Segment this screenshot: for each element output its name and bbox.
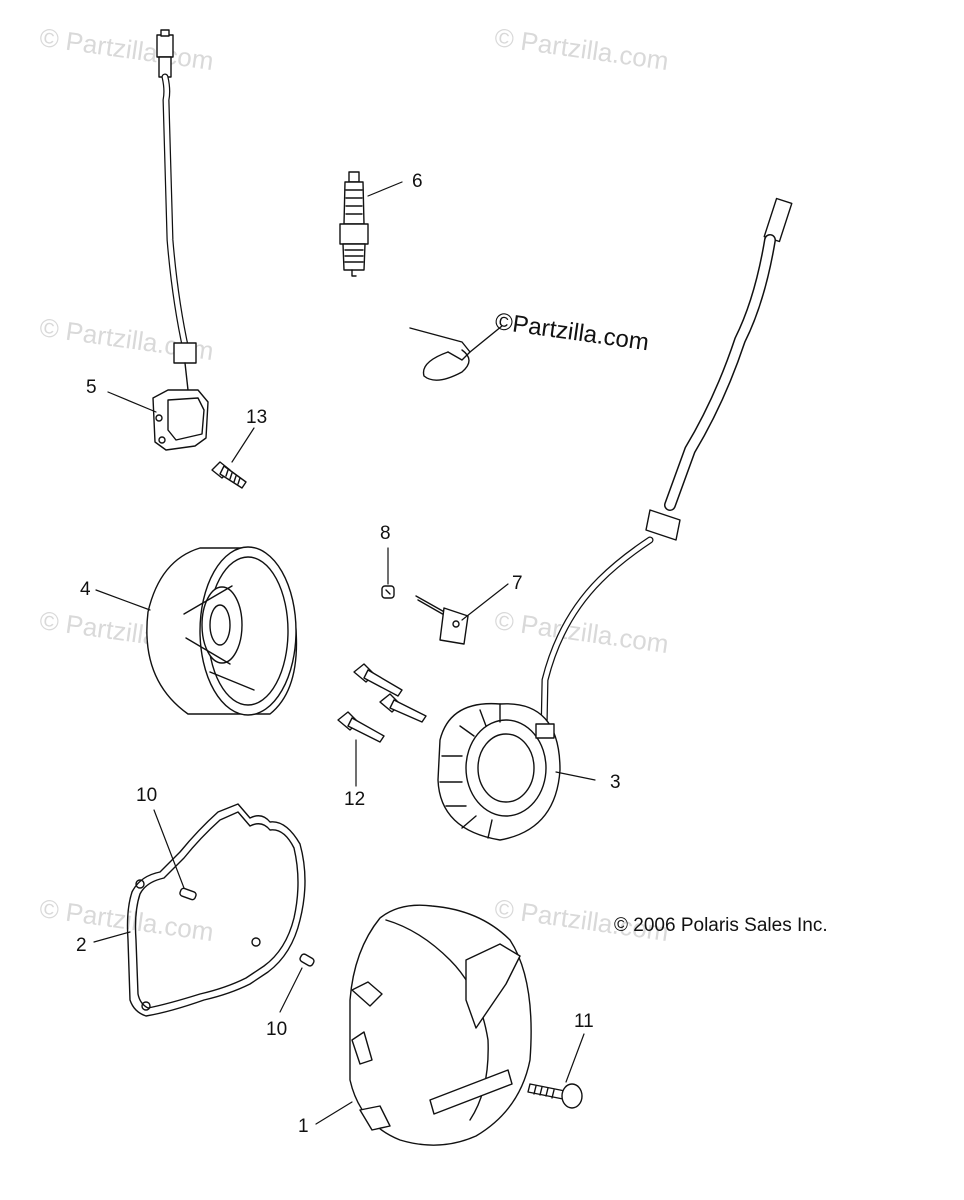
part-8-screw [381, 585, 395, 599]
copyright-notice: © 2006 Polaris Sales Inc. [614, 915, 828, 936]
part-2-gasket [126, 803, 306, 1017]
callout-12: 12 [344, 789, 366, 810]
leader-lines [93, 181, 596, 1125]
callout-11: 11 [574, 1011, 594, 1032]
callout-13: 13 [246, 407, 268, 428]
callout-10: 10 [266, 1019, 288, 1040]
part-11-bolt [527, 1083, 583, 1109]
callout-3: 3 [610, 772, 621, 793]
callout-6: 6 [412, 171, 423, 192]
callout-4: 4 [80, 579, 91, 600]
callout-8: 8 [380, 523, 391, 544]
cable-tie [409, 325, 503, 381]
part-10-dowel-pins [179, 887, 315, 967]
part-12-screws [337, 663, 427, 743]
callout-10: 10 [136, 785, 158, 806]
part-1-stator-cover [349, 904, 532, 1146]
part-13-bolt [211, 461, 247, 489]
part-6-spark-plug [339, 171, 369, 277]
callout-5: 5 [86, 377, 97, 398]
callout-2: 2 [76, 935, 87, 956]
part-5-pickup-sensor [152, 29, 209, 451]
callout-1: 1 [298, 1116, 309, 1137]
part-7-plate [415, 595, 469, 645]
part-4-flywheel [146, 546, 298, 716]
callout-7: 7 [512, 573, 523, 594]
part-3-stator [437, 197, 793, 841]
